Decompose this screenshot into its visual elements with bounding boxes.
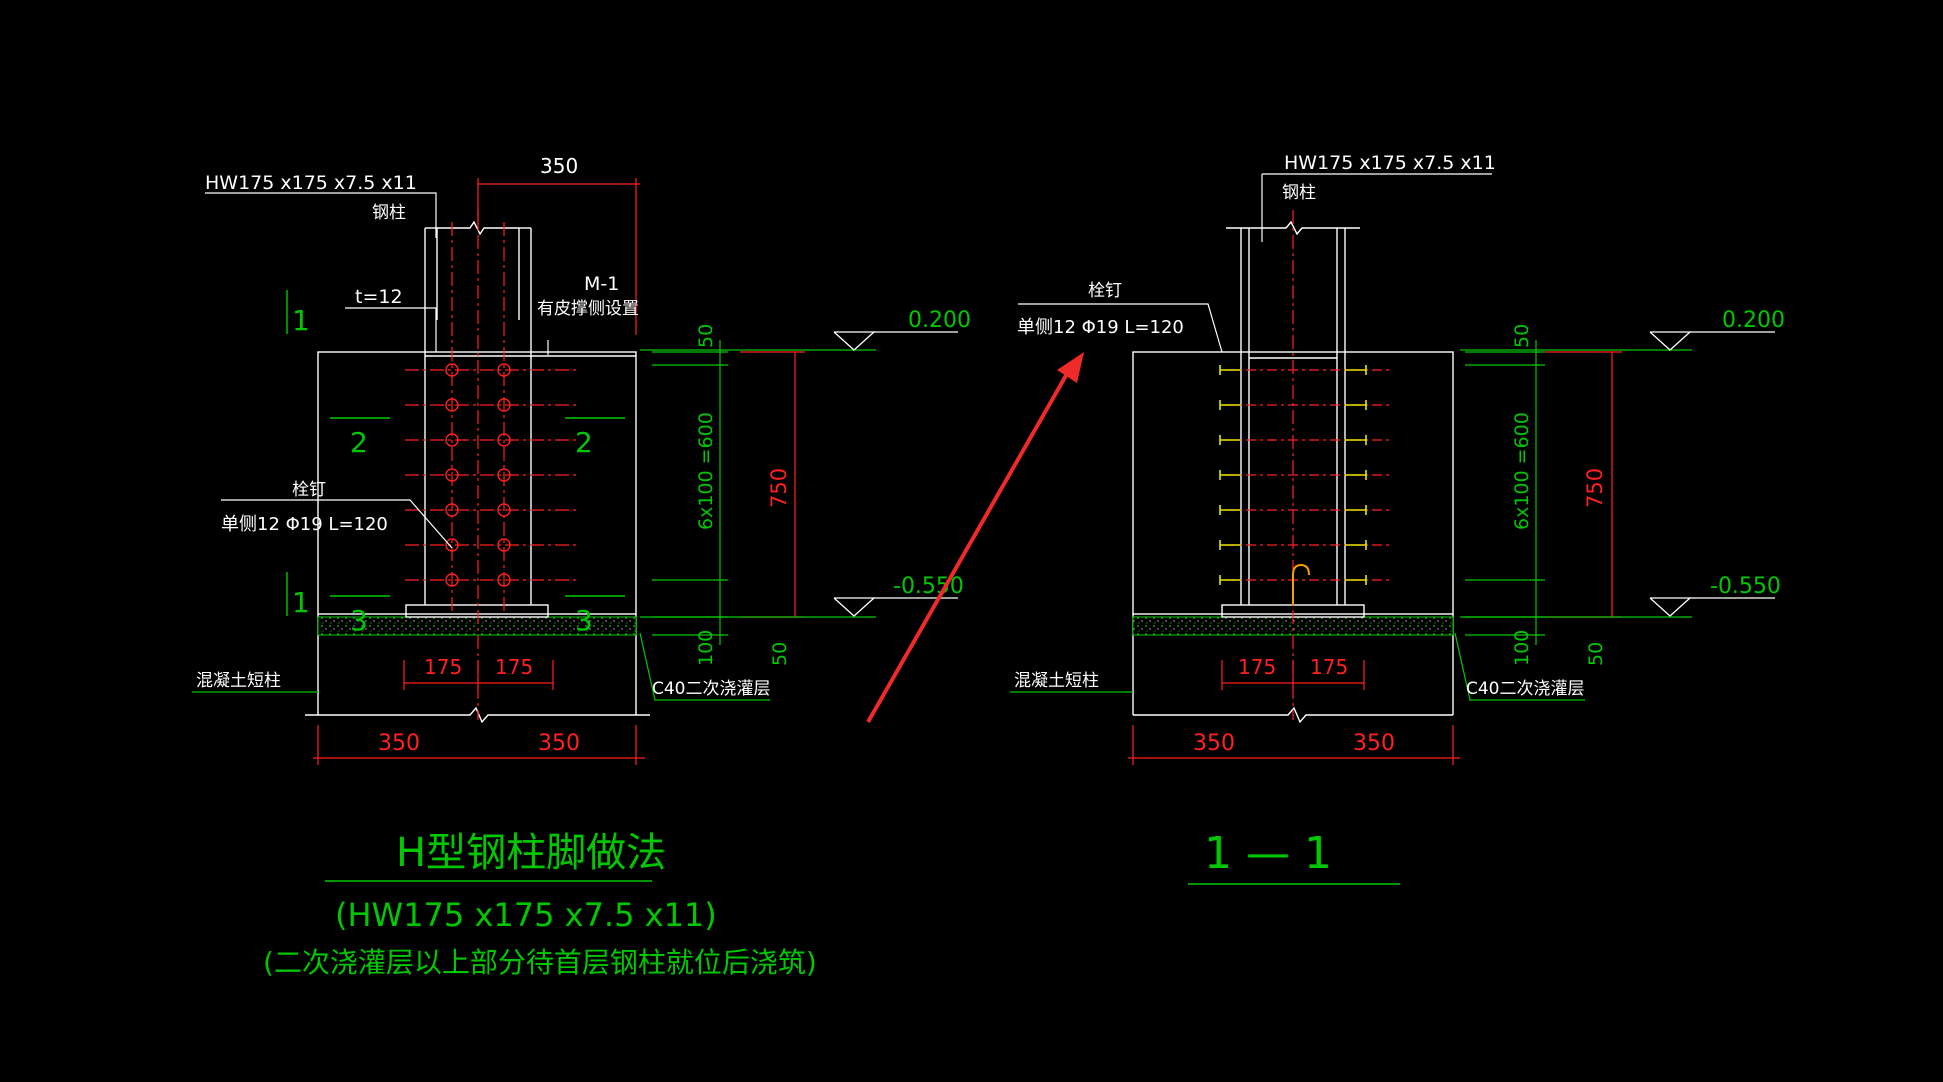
left-dim-100: 100: [695, 630, 717, 666]
left-section-mark-2-left: 2: [350, 426, 368, 459]
left-stud-circle: [497, 398, 511, 412]
left-subtitle: (HW175 x175 x7.5 x11): [335, 896, 717, 934]
left-title: H型钢柱脚做法: [396, 830, 666, 876]
left-pier-label: 混凝土短柱: [196, 671, 281, 691]
left-stiffener-code: M-1: [584, 273, 619, 295]
left-red-dimensions: [313, 178, 805, 765]
left-elevation-markers: [833, 331, 958, 617]
left-stud-label: 栓钉: [292, 480, 326, 500]
right-leaders-green: [1010, 632, 1585, 701]
left-centerlines: [451, 210, 505, 720]
right-dim-175-left: 175: [1238, 655, 1276, 679]
right-dim-350-right: 350: [1353, 731, 1395, 756]
left-dim-175-left: 175: [424, 655, 462, 679]
right-dim-100: 100: [1511, 630, 1533, 666]
left-section-mark-bottom: 1: [292, 586, 310, 619]
right-title: 1 — 1: [1204, 828, 1332, 879]
left-dim-spacing: 6x100 =600: [695, 412, 717, 530]
left-steel-column: [424, 220, 636, 605]
left-section-mark-top: 1: [292, 304, 310, 337]
left-stud-circle: [497, 538, 511, 552]
left-stud-circle: [497, 468, 511, 482]
right-section-label: HW175 x175 x7.5 x11: [1284, 152, 1496, 174]
right-red-dimensions: [1128, 351, 1622, 765]
right-elevation-markers: [1649, 331, 1775, 617]
left-stud-spec: 单侧12 Φ19 L=120: [221, 514, 388, 535]
left-dim-50-bottom: 50: [769, 642, 791, 666]
left-stiffener-note: 有皮撑侧设置: [537, 299, 639, 319]
left-section-mark-3-left: 3: [350, 604, 368, 637]
left-stud-circle: [497, 573, 511, 587]
left-leaders: [205, 192, 549, 549]
left-stud-circle: [445, 433, 459, 447]
right-column-label: 钢柱: [1282, 183, 1316, 203]
right-anchor-bolt: [1292, 563, 1310, 605]
right-dim-750: 750: [1583, 468, 1607, 508]
left-plate-label: t=12: [355, 286, 403, 308]
right-elev-top: 0.200: [1722, 308, 1785, 333]
right-dim-50-top: 50: [1511, 324, 1533, 348]
left-stud-circle: [445, 538, 459, 552]
annotation-arrow: [866, 352, 1084, 723]
left-section-label: HW175 x175 x7.5 x11: [205, 172, 417, 194]
right-stud-label: 栓钉: [1088, 281, 1122, 301]
left-grout-label: C40二次浇灌层: [652, 679, 771, 699]
left-detail: HW175 x175 x7.5 x11 钢柱 350 t=12 M-1 有皮撑侧…: [192, 154, 971, 979]
left-stud-circle: [497, 433, 511, 447]
right-pier-label: 混凝土短柱: [1014, 671, 1099, 691]
right-detail: HW175 x175 x7.5 x11 钢柱 栓钉 单侧12 Φ19 L=120…: [1010, 152, 1785, 885]
right-dim-175-right: 175: [1310, 655, 1348, 679]
left-pier-outline: [305, 351, 650, 724]
right-elev-bottom: -0.550: [1710, 574, 1781, 599]
left-stud-circle: [445, 503, 459, 517]
left-column-label: 钢柱: [372, 203, 406, 223]
left-dim-350-left: 350: [378, 731, 420, 756]
right-shear-studs: [1219, 365, 1390, 585]
left-section-marks: [286, 290, 625, 616]
left-dim-top: 350: [540, 154, 578, 178]
left-stud-circle: [445, 398, 459, 412]
left-dim-750: 750: [767, 468, 791, 508]
left-stud-circle: [445, 573, 459, 587]
left-section-mark-3-right: 3: [575, 604, 593, 637]
left-section-mark-2-right: 2: [575, 426, 593, 459]
left-stud-circle: [445, 363, 459, 377]
left-dim-350-right: 350: [538, 731, 580, 756]
left-shear-studs: [405, 363, 580, 587]
right-green-dimensions: [1460, 340, 1692, 645]
right-dim-350-left: 350: [1193, 731, 1235, 756]
left-note: (二次浇灌层以上部分待首层钢柱就位后浇筑): [263, 946, 817, 979]
right-dim-50-bottom: 50: [1585, 642, 1607, 666]
left-green-dimensions: [640, 340, 876, 645]
right-dim-spacing: 6x100 =600: [1511, 412, 1533, 530]
left-stud-circle: [445, 468, 459, 482]
left-dim-50-top: 50: [695, 324, 717, 348]
right-steel-column: [1226, 220, 1360, 605]
left-stud-circle: [497, 503, 511, 517]
left-elev-top: 0.200: [908, 308, 971, 333]
right-leaders: [1018, 173, 1492, 353]
left-elev-bottom: -0.550: [893, 574, 964, 599]
right-grout-label: C40二次浇灌层: [1466, 679, 1585, 699]
left-leaders-green: [192, 632, 770, 701]
left-stud-circle: [497, 363, 511, 377]
left-base-plate: [405, 604, 549, 618]
left-dim-175-right: 175: [495, 655, 533, 679]
right-stud-spec: 单侧12 Φ19 L=120: [1017, 317, 1184, 338]
